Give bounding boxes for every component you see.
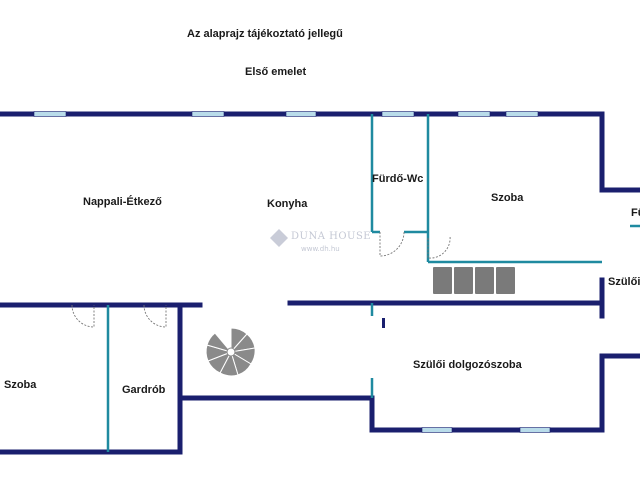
room-label-szuloi-partial: Szülői (608, 276, 640, 288)
wardrobes (433, 267, 515, 294)
room-label-szoba-left: Szoba (4, 379, 37, 391)
exterior-walls (0, 111, 640, 455)
watermark-logo (270, 229, 288, 247)
partitions (106, 114, 640, 452)
windows (33, 111, 551, 433)
room-label-konyha: Konyha (267, 198, 308, 210)
door-marker (382, 318, 385, 328)
floor-title: Első emelet (245, 66, 307, 78)
room-label-nappali-etkezo: Nappali-Étkező (83, 196, 162, 208)
room-label-fu-partial: Fü (631, 207, 640, 219)
room-label-szoba-right: Szoba (491, 192, 524, 204)
spiral-staircase (205, 327, 256, 377)
watermark-brand: DUNA HOUSE (291, 231, 372, 242)
watermark-url: www.dh.hu (301, 245, 340, 253)
door-swings (71, 231, 451, 328)
disclaimer-note: Az alaprajz tájékoztató jellegű (187, 28, 343, 40)
room-label-gardrob: Gardrób (122, 384, 166, 396)
room-label-szuloi-dolgozoszoba: Szülői dolgozószoba (413, 359, 522, 371)
room-label-furdo-wc: Fürdő-Wc (372, 173, 424, 185)
